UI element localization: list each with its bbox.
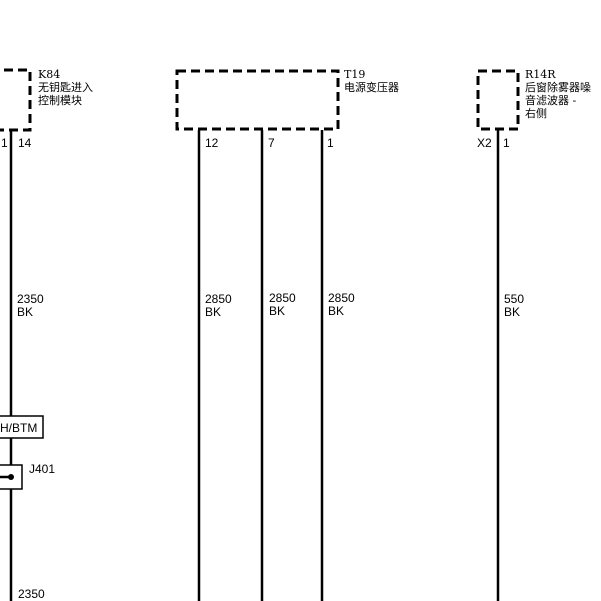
- t19-name: 电源变压器: [344, 80, 399, 94]
- k84-name-2: 控制模块: [38, 93, 82, 107]
- r14r-component-box: [476, 69, 520, 131]
- wire-3-color: BK: [269, 304, 285, 318]
- r14r-pin-x2: X2: [477, 136, 492, 150]
- r14r-pin-1: 1: [503, 136, 510, 150]
- harness-label: H/BTM: [0, 421, 37, 435]
- t19-pin-1: 1: [327, 136, 334, 150]
- splice-label: J401: [29, 462, 55, 476]
- wire-1-circuit: 2350: [17, 292, 44, 306]
- t19-pin-7: 7: [268, 136, 275, 150]
- r14r-name-2: 音滤波器 -: [525, 93, 576, 107]
- t19-ref: T19: [344, 68, 365, 81]
- k84-ref: K84: [38, 68, 60, 81]
- t19-component-box: [175, 69, 340, 131]
- r14r-name-1: 后窗除雾器噪: [525, 80, 591, 94]
- wire-5-color: BK: [504, 305, 520, 319]
- wire-3-circuit: 2850: [269, 291, 296, 305]
- k84-name-1: 无钥匙进入: [38, 80, 93, 94]
- wire-2-color: BK: [205, 305, 221, 319]
- r14r-ref: R14R: [525, 68, 556, 81]
- wire-5-circuit: 550: [504, 292, 524, 306]
- k84-component-box: [0, 68, 32, 132]
- k84-pin-1: 1: [1, 136, 8, 150]
- t19-pin-12: 12: [205, 136, 219, 150]
- r14r-name-3: 右侧: [525, 106, 547, 120]
- wire-4-circuit: 2850: [328, 291, 355, 305]
- splice-dot: [8, 474, 14, 480]
- wire-2-circuit: 2850: [205, 292, 232, 306]
- wire-4-color: BK: [328, 304, 344, 318]
- k84-pin-14: 14: [18, 136, 32, 150]
- wire-1-color: BK: [17, 305, 33, 319]
- lower-wire-circuit: 2350: [18, 587, 45, 601]
- harness-label-box: [0, 415, 44, 439]
